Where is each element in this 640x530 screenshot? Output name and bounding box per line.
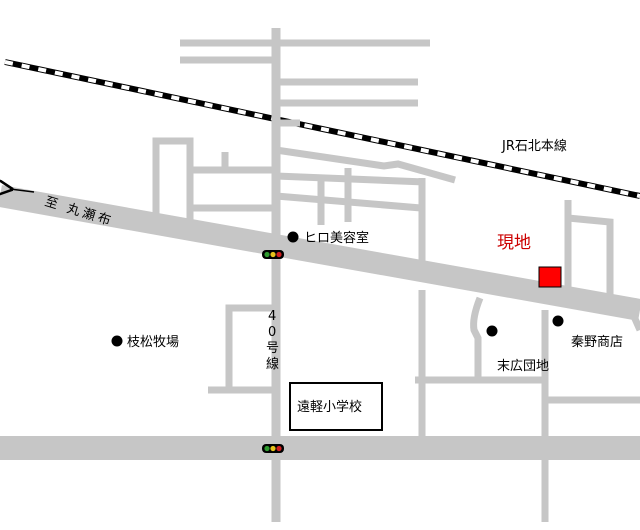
site-marker bbox=[538, 266, 562, 288]
lot-marker bbox=[486, 325, 498, 337]
salon-label: ヒロ美容室 bbox=[304, 230, 369, 246]
shop-label: 秦野商店 bbox=[571, 335, 623, 350]
field-marker bbox=[111, 335, 123, 347]
salon-marker bbox=[287, 231, 299, 243]
route-label: 4 0 号 線 bbox=[266, 309, 279, 372]
signal-yellow-light bbox=[270, 445, 276, 452]
main-road bbox=[0, 185, 640, 321]
signal-green-light bbox=[264, 445, 270, 452]
route-label-char: 号 bbox=[266, 341, 279, 356]
signal-red-light bbox=[276, 445, 282, 452]
traffic-signal-north bbox=[262, 250, 284, 259]
lot-label: 末広団地 bbox=[497, 359, 549, 374]
field-label: 枝松牧場 bbox=[127, 335, 179, 350]
shop-marker bbox=[552, 315, 564, 327]
school-box bbox=[289, 382, 383, 431]
road-network bbox=[0, 28, 640, 522]
railway-label: JR石北本線 bbox=[501, 138, 567, 154]
route-label-char: 線 bbox=[266, 356, 279, 372]
site-label: 現地 bbox=[497, 233, 531, 253]
school-label: 遠軽小学校 bbox=[297, 399, 362, 415]
traffic-signal-south bbox=[262, 444, 284, 453]
signal-red-light bbox=[276, 251, 282, 258]
direction-arrow bbox=[10, 189, 35, 192]
route-label-char: 0 bbox=[268, 325, 276, 340]
signal-yellow-light bbox=[270, 251, 276, 258]
route-label-char: 4 bbox=[268, 309, 276, 324]
railway-line bbox=[4, 59, 640, 199]
signal-green-light bbox=[264, 251, 270, 258]
